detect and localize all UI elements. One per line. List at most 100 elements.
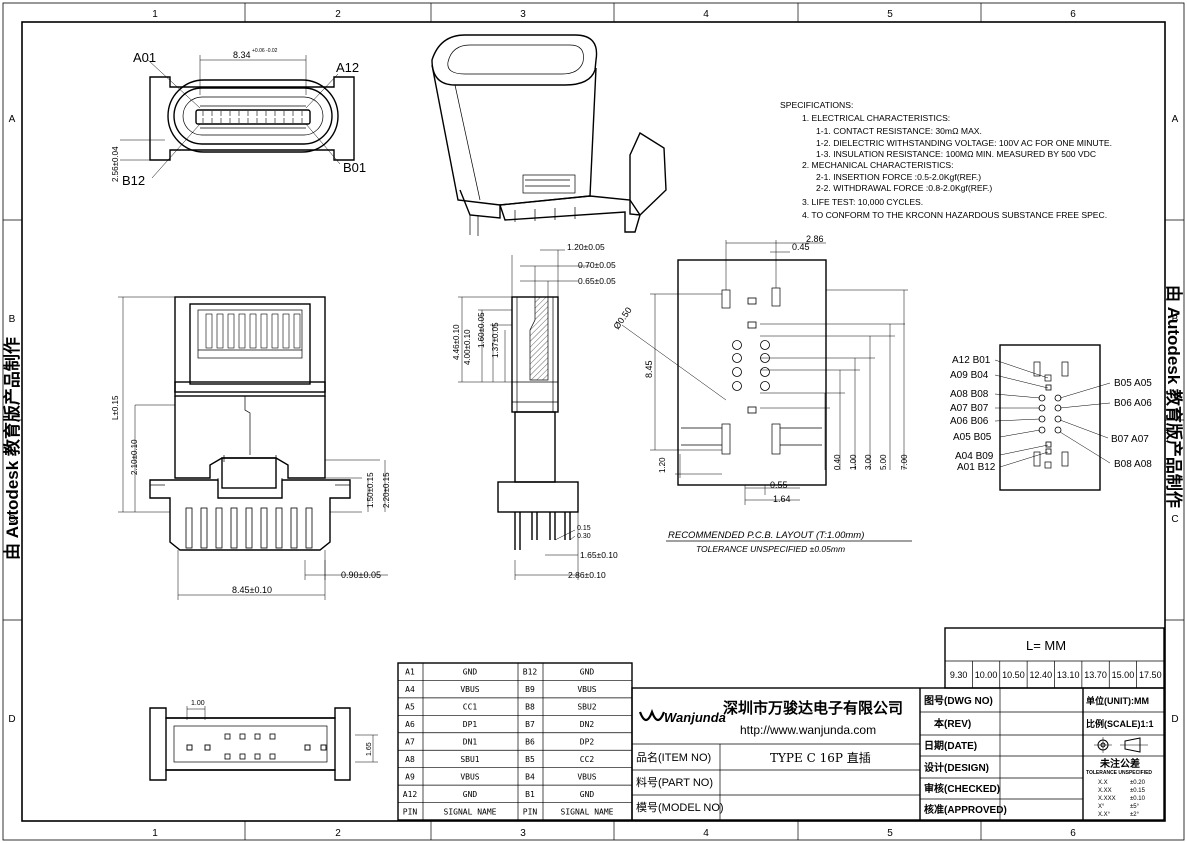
pinmap-right-label: B08 A08 — [1114, 459, 1152, 470]
pin-table-cell: CC1 — [463, 703, 478, 712]
pin-table-cell: DN1 — [463, 738, 478, 747]
pin-table-cell: B1 — [525, 790, 535, 799]
pin-table-cell: SBU2 — [577, 703, 596, 712]
dim-side-1-20: 1.20±0.05 — [567, 242, 605, 252]
model-label: 模号(MODEL NO) — [636, 801, 724, 814]
tolerance-value: ±5° — [1130, 804, 1140, 810]
spec-line: 3. LIFE TEST: 10,000 CYCLES. — [802, 197, 923, 207]
item-value: TYPE C 16P 直插 — [770, 751, 871, 765]
pin-table-cell: GND — [580, 668, 595, 677]
pin-table-cell: A8 — [405, 755, 415, 764]
pinmap-leader — [1059, 419, 1109, 439]
pcb-title: RECOMMENDED P.C.B. LAYOUT (T:1.00mm) — [668, 530, 864, 541]
pinmap-leader — [999, 444, 1049, 456]
contact-terminal — [282, 313, 290, 349]
part-label: 料号(PART NO) — [636, 775, 713, 789]
pcb-tolerance: TOLERANCE UNSPECIFIED ±0.05mm — [696, 544, 845, 554]
contact-terminal — [293, 313, 301, 349]
spec-line: 2. MECHANICAL CHARACTERISTICS: — [802, 160, 954, 170]
row-label-left: D — [8, 714, 15, 725]
tolerance-key: X.XX — [1098, 788, 1112, 794]
projection-symbol-icon — [1094, 737, 1148, 753]
pcb-hole — [760, 381, 770, 391]
col-label-top: 3 — [520, 9, 526, 20]
col-label-top: 6 — [1070, 9, 1076, 20]
dim-1-50: 1.50±0.15 — [366, 472, 375, 508]
length-value: 12.40 — [1030, 670, 1053, 680]
dim-side-0-15: 0.15 — [577, 525, 591, 532]
pinmap-left-label: A04 B09 — [955, 451, 994, 462]
logo-text: Wanjunda — [664, 710, 726, 725]
col-label-bottom: 4 — [703, 828, 709, 839]
bottom-pad — [269, 733, 276, 740]
pinmap-left-label: A05 B05 — [953, 432, 992, 443]
company-logo-icon: Wanjunda — [638, 708, 726, 725]
pinmap-left-label: A08 B08 — [950, 389, 989, 400]
pinmap-pad — [1045, 441, 1052, 448]
pin-table-cell: A1 — [405, 668, 415, 677]
col-label-bottom: 5 — [887, 828, 893, 839]
contact-terminal — [271, 313, 279, 349]
dim-8-34-tol: +0.06 -0.02 — [252, 48, 278, 54]
tolerance-subtitle: TOLERANCE UNSPECIFIED — [1086, 770, 1152, 776]
solder-tail — [185, 507, 193, 549]
pin-table-cell: VBUS — [577, 685, 596, 694]
dim-pcb-hole: Ø0.50 — [611, 305, 633, 331]
item-label: 品名(ITEM NO) — [636, 750, 711, 764]
pin-table-cell: VBUS — [577, 772, 596, 781]
tolerance-value: ±0.20 — [1130, 780, 1146, 786]
solder-tail — [260, 507, 268, 549]
pin-table-cell: VBUS — [460, 772, 479, 781]
dim-pcb-0-40: 0.40 — [833, 454, 842, 470]
pinmap-right-label: B05 A05 — [1114, 378, 1152, 389]
spec-line: 1-2. DIELECTRIC WITHSTANDING VOLTAGE: 10… — [816, 138, 1112, 148]
solder-tail — [305, 507, 313, 549]
pinmap-hole — [1054, 426, 1062, 434]
pin-table-cell: B4 — [525, 772, 535, 781]
pinmap-leader — [994, 418, 1041, 422]
tolerance-value: ±2° — [1130, 812, 1140, 818]
pin-table-cell: GND — [580, 790, 595, 799]
row-label-right: B — [1172, 314, 1179, 325]
pcb-layout: 2.86 0.45 Ø0.50 8.45 1.20 0.40 1.00 3.00… — [611, 234, 912, 554]
specifications: SPECIFICATIONS: 1. ELECTRICAL CHARACTERI… — [780, 100, 1112, 220]
solder-tail — [200, 507, 208, 549]
pin-table-cell: A6 — [405, 720, 415, 729]
date-label: 日期(DATE) — [924, 739, 977, 752]
dwg-label: 图号(DWG NO) — [924, 695, 993, 707]
col-label-top: 4 — [703, 9, 709, 20]
scale-label: 比例(SCALE)1:1 — [1086, 718, 1154, 729]
bottom-pad — [304, 744, 311, 751]
row-label-left: B — [9, 314, 16, 325]
dim-pcb-1-20: 1.20 — [658, 457, 667, 473]
spec-line: 2-1. INSERTION FORCE :0.5-2.0Kgf(REF.) — [816, 172, 981, 182]
dim-pcb-8-45: 8.45 — [644, 360, 654, 378]
bottom-pad — [254, 753, 261, 760]
bottom-pad — [269, 753, 276, 760]
pinmap-leader — [994, 393, 1041, 399]
pin-table-header: PIN — [523, 807, 538, 816]
callout-a12: A12 — [336, 60, 359, 75]
title-block: Wanjunda 深圳市万骏达电子有限公司 http://www.wanjund… — [631, 687, 1165, 821]
dim-pcb-2-86: 2.86 — [806, 234, 824, 244]
pcb-pad — [747, 297, 757, 305]
col-label-bottom: 6 — [1070, 828, 1076, 839]
pin-table-cell: A12 — [403, 790, 418, 799]
col-label-bottom: 2 — [335, 828, 341, 839]
bottom-pad — [224, 753, 231, 760]
pin-table-cell: A9 — [405, 772, 415, 781]
spec-line: 4. TO CONFORM TO THE KRCONN HAZARDOUS SU… — [802, 210, 1107, 220]
pin-table-header: SIGNAL NAME — [561, 807, 614, 816]
pcb-pad — [747, 406, 757, 414]
col-label-bottom: 3 — [520, 828, 526, 839]
spec-line: 1-3. INSULATION RESISTANCE: 100MΩ MIN. M… — [816, 149, 1096, 159]
company-name: 深圳市万骏达电子有限公司 — [723, 699, 903, 717]
pin-table-cell: B7 — [525, 720, 535, 729]
tolerance-value: ±0.10 — [1130, 796, 1146, 802]
dim-0-90: 0.90±0.05 — [341, 570, 381, 580]
pinmap-leader — [994, 359, 1049, 379]
row-label-right: C — [1171, 514, 1178, 525]
solder-tail — [290, 507, 298, 549]
side-view: 1.20±0.05 0.70±0.05 0.65±0.05 4.46±0.10 … — [452, 242, 618, 580]
pinmap-leader — [999, 451, 1049, 468]
